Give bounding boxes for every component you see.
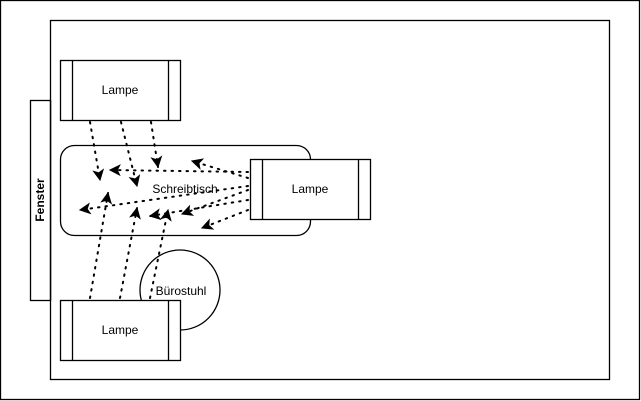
light-ray [120,121,141,188]
light-ray [149,208,172,299]
light-ray [119,206,141,299]
window-label: Fenster [33,178,47,222]
lamp-body [59,299,182,362]
light-ray [200,209,249,230]
light-ray [89,191,113,299]
lamp-bottom[interactable]: Lampe [59,299,182,362]
chair-label: Bürostuhl [156,284,207,298]
lamp-label: Lampe [102,323,139,337]
lamp-right[interactable]: Lampe [249,158,372,221]
desk-label: Schreibtisch [152,182,217,196]
light-ray [89,121,105,182]
lamp-label: Lampe [102,83,139,97]
lamp-label: Lampe [292,182,329,196]
window-fenster[interactable]: Fenster [29,99,52,302]
lamp-body [59,59,182,122]
lamp-top[interactable]: Lampe [59,59,182,122]
light-ray [150,121,163,169]
lamp-body [249,158,372,221]
light-ray [78,185,249,215]
light-ray [190,158,249,179]
